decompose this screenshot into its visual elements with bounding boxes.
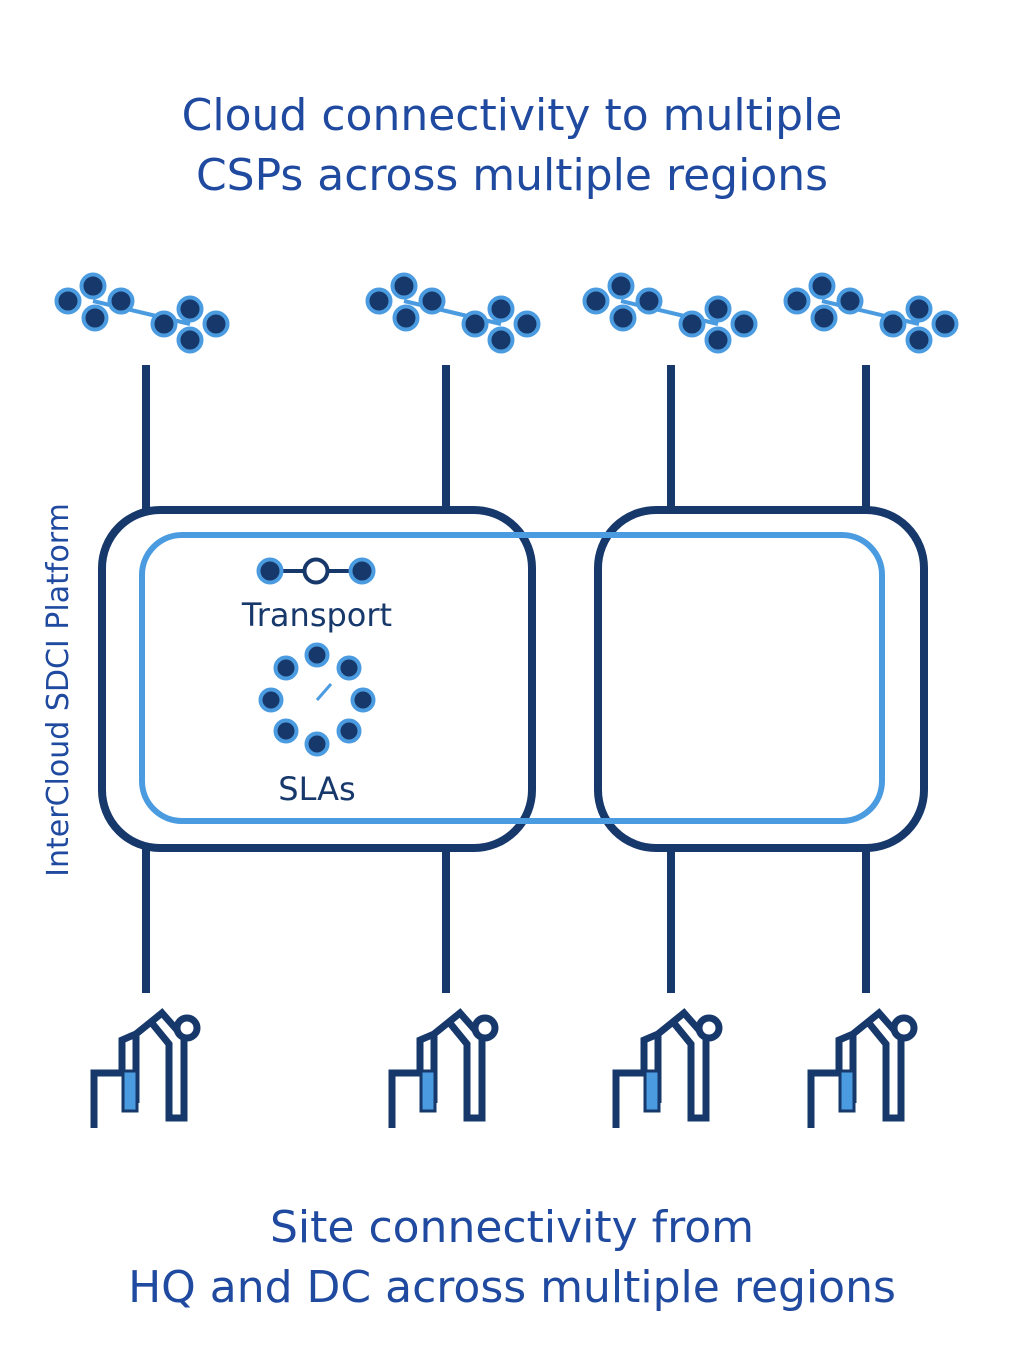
site-connectors xyxy=(142,848,870,993)
platform-backbone xyxy=(139,532,885,824)
cloud-network-icon xyxy=(54,272,230,354)
top-title: Cloud connectivity to multiple CSPs acro… xyxy=(0,86,1024,206)
cloud-network-icon xyxy=(365,272,541,354)
cloud-network-icon xyxy=(582,272,758,354)
cloud-network-icon xyxy=(783,272,959,354)
building-site-icon xyxy=(392,1013,495,1128)
top-title-line2: CSPs across multiple regions xyxy=(195,150,829,201)
platform-node-right xyxy=(594,506,928,852)
building-site-icon xyxy=(94,1013,197,1128)
bottom-title-line1: Site connectivity from xyxy=(269,1202,755,1253)
transport-label: Transport xyxy=(241,596,392,634)
building-site-icon xyxy=(811,1013,914,1128)
top-title-line1: Cloud connectivity to multiple xyxy=(181,90,843,141)
sla-gauge-icon xyxy=(258,642,376,757)
platform-node-left xyxy=(98,506,536,852)
building-site-icon xyxy=(616,1013,719,1128)
bottom-title: Site connectivity from HQ and DC across … xyxy=(0,1198,1024,1318)
transport-link-icon xyxy=(256,557,376,585)
slas-label: SLAs xyxy=(278,770,355,808)
bottom-title-line2: HQ and DC across multiple regions xyxy=(128,1262,896,1313)
platform-side-label: InterCloud SDCI Platform xyxy=(41,503,76,877)
cloud-connectors xyxy=(142,365,870,510)
